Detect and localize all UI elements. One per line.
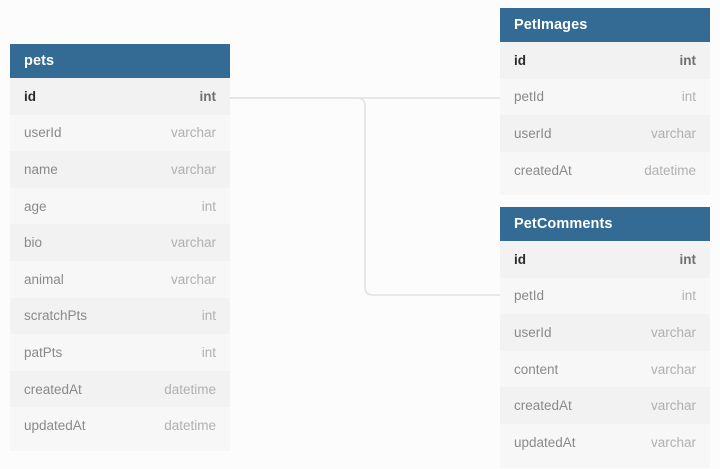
field-row-pets-id[interactable]: id int <box>10 78 230 115</box>
field-name: age <box>24 198 47 214</box>
field-name: petId <box>514 288 545 304</box>
entity-table-petimages[interactable]: PetImages id int petId int userId varcha… <box>500 8 710 196</box>
field-name: createdAt <box>514 162 572 178</box>
field-type: int <box>679 251 697 267</box>
field-name: petId <box>514 89 545 105</box>
field-name: id <box>24 88 36 104</box>
field-row-pets-updatedat[interactable]: updatedAt datetime <box>10 407 230 444</box>
field-name: id <box>514 251 526 267</box>
field-name: animal <box>24 271 64 287</box>
field-name: content <box>514 361 559 377</box>
field-type: varchar <box>170 161 216 177</box>
field-row-pets-name[interactable]: name varchar <box>10 151 230 188</box>
field-name: updatedAt <box>24 418 86 434</box>
field-row-pets-createdat[interactable]: createdAt datetime <box>10 370 230 408</box>
field-type: varchar <box>650 434 696 450</box>
entity-header-petimages: PetImages <box>500 8 710 42</box>
field-type: varchar <box>650 125 696 141</box>
field-type: int <box>201 198 216 214</box>
field-row-pets-age[interactable]: age int <box>10 187 230 225</box>
field-row-pets-userid[interactable]: userId varchar <box>10 114 230 152</box>
field-row-petimages-userid[interactable]: userId varchar <box>500 115 710 152</box>
field-name: userId <box>514 125 552 141</box>
relationship-line-pets-petcomments <box>230 97 500 296</box>
field-row-petimages-petid[interactable]: petId int <box>500 78 710 116</box>
field-name: id <box>514 52 526 68</box>
field-row-petcomments-id[interactable]: id int <box>500 241 710 278</box>
entity-table-pets[interactable]: pets id int userId varchar name varchar … <box>10 44 230 451</box>
field-type: varchar <box>650 398 696 414</box>
field-row-petcomments-userid[interactable]: userId varchar <box>500 314 710 351</box>
field-type: datetime <box>164 381 216 397</box>
field-row-pets-patpts[interactable]: patPts int <box>10 334 230 371</box>
field-type: int <box>201 308 216 324</box>
field-type: int <box>679 52 697 68</box>
entity-header-petcomments: PetComments <box>500 207 710 241</box>
field-type: int <box>681 288 696 304</box>
field-row-pets-animal[interactable]: animal varchar <box>10 260 230 298</box>
field-type: int <box>681 89 696 105</box>
entity-header-pets: pets <box>10 44 230 78</box>
field-row-petcomments-createdat[interactable]: createdAt varchar <box>500 387 710 424</box>
field-name: createdAt <box>514 398 572 414</box>
field-name: updatedAt <box>514 434 576 450</box>
field-type: varchar <box>170 235 216 251</box>
field-row-petcomments-content[interactable]: content varchar <box>500 350 710 388</box>
field-row-pets-bio[interactable]: bio varchar <box>10 224 230 261</box>
entity-table-petcomments[interactable]: PetComments id int petId int userId varc… <box>500 207 710 468</box>
field-type: int <box>201 344 216 360</box>
field-type: datetime <box>164 418 216 434</box>
field-row-petimages-createdat[interactable]: createdAt datetime <box>500 151 710 189</box>
field-type: varchar <box>170 125 216 141</box>
field-row-petimages-id[interactable]: id int <box>500 42 710 79</box>
field-row-petcomments-petid[interactable]: petId int <box>500 277 710 315</box>
field-type: varchar <box>170 271 216 287</box>
field-type: int <box>199 88 217 104</box>
field-name: name <box>24 161 58 177</box>
field-type: varchar <box>650 324 696 340</box>
field-type: varchar <box>650 361 696 377</box>
field-name: patPts <box>24 344 63 360</box>
field-type: datetime <box>644 162 696 178</box>
field-row-petcomments-updatedat[interactable]: updatedAt varchar <box>500 423 710 461</box>
field-name: userId <box>24 125 62 141</box>
field-name: scratchPts <box>24 308 88 324</box>
field-row-pets-scratchpts[interactable]: scratchPts int <box>10 297 230 335</box>
field-name: bio <box>24 235 43 251</box>
field-name: userId <box>514 324 552 340</box>
field-name: createdAt <box>24 381 82 397</box>
